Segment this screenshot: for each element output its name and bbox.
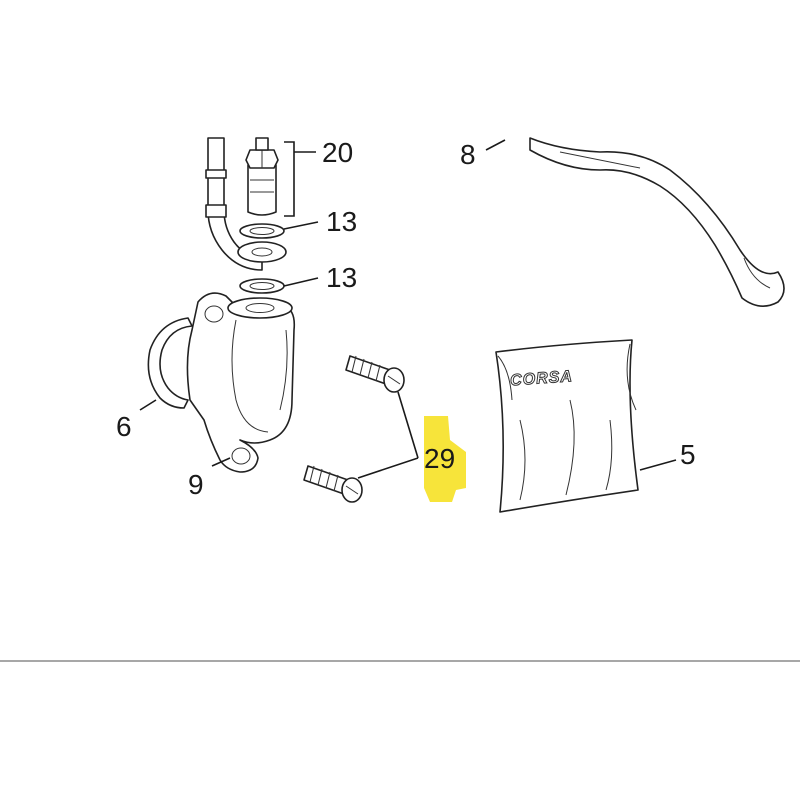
part-29-screw-lower (303, 465, 363, 503)
part-20-fitting (205, 137, 295, 271)
part-29-screw-upper (345, 355, 405, 393)
part-5-bag: CORSA (495, 339, 639, 513)
label-5: 5 (680, 439, 696, 470)
label-13-upper: 13 (326, 206, 357, 237)
label-13-lower: 13 (326, 262, 357, 293)
part-8-lever (529, 137, 785, 307)
label-8: 8 (460, 139, 476, 170)
bag-brand-text: CORSA (510, 368, 574, 389)
label-29: 29 (424, 443, 455, 474)
label-9: 9 (188, 469, 204, 500)
part-13-washer-upper (239, 223, 285, 239)
label-20: 20 (322, 137, 353, 168)
part-9-cylinder-body (186, 292, 296, 473)
part-13-washer-lower (239, 278, 285, 294)
leader-lines (139, 139, 677, 479)
label-6: 6 (116, 411, 132, 442)
part-6-oring (147, 317, 193, 409)
highlight-29 (424, 416, 466, 502)
